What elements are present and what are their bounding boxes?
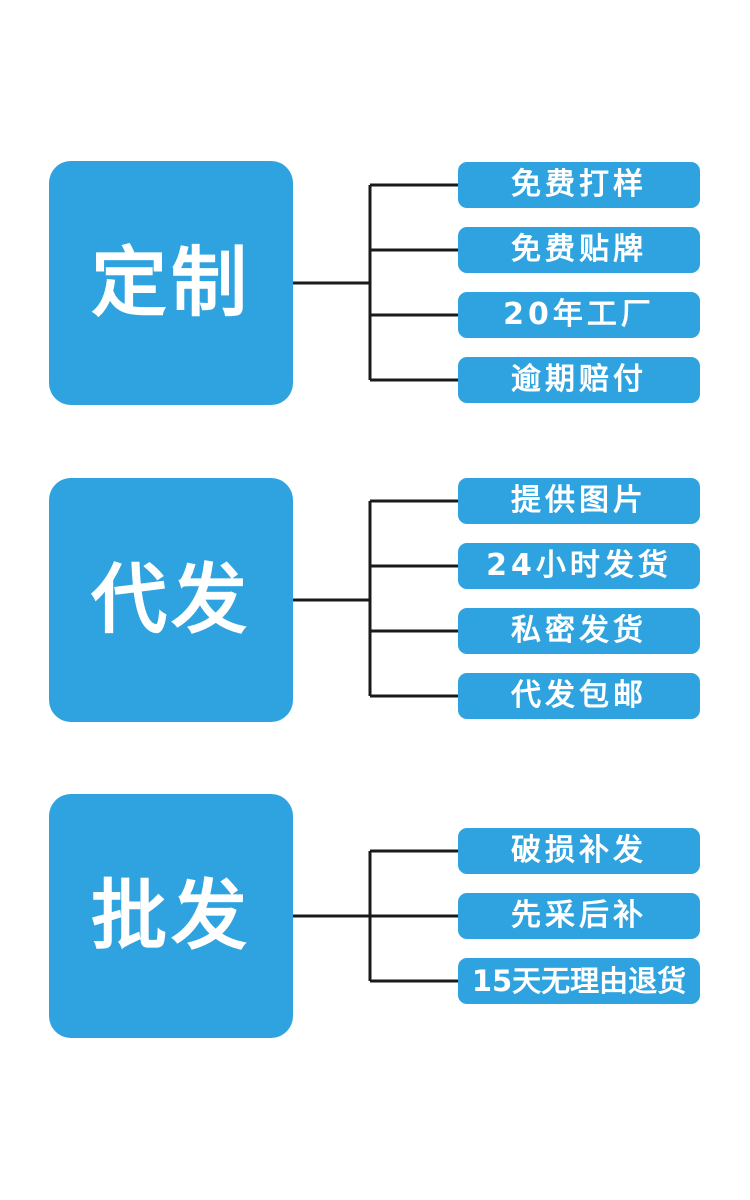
category-title: 代发 — [91, 555, 251, 644]
feature-box: 私密发货 — [458, 608, 700, 654]
feature-box: 24小时发货 — [458, 543, 700, 589]
feature-label: 先采后补 — [511, 898, 647, 933]
category-box-dropship: 代发 — [49, 478, 293, 722]
feature-label: 20年工厂 — [503, 297, 655, 332]
feature-label: 逾期赔付 — [511, 362, 647, 397]
feature-label: 代发包邮 — [511, 678, 647, 713]
feature-label: 免费贴牌 — [511, 232, 647, 267]
feature-label: 免费打样 — [511, 167, 647, 202]
feature-label: 15天无理由退货 — [471, 963, 687, 998]
connector-group-custom — [293, 183, 458, 382]
feature-label: 提供图片 — [511, 483, 647, 518]
feature-box: 提供图片 — [458, 478, 700, 524]
feature-box: 逾期赔付 — [458, 357, 700, 403]
feature-box: 破损补发 — [458, 828, 700, 874]
category-title: 定制 — [91, 238, 251, 327]
connector-group-wholesale — [293, 849, 458, 983]
feature-label: 私密发货 — [511, 613, 647, 648]
feature-box: 先采后补 — [458, 893, 700, 939]
feature-label: 24小时发货 — [486, 548, 672, 583]
category-title: 批发 — [91, 871, 251, 960]
category-box-custom: 定制 — [49, 161, 293, 405]
feature-box: 20年工厂 — [458, 292, 700, 338]
feature-box: 15天无理由退货 — [458, 958, 700, 1004]
feature-box: 代发包邮 — [458, 673, 700, 719]
feature-box: 免费打样 — [458, 162, 700, 208]
connector-group-dropship — [293, 499, 458, 698]
category-box-wholesale: 批发 — [49, 794, 293, 1038]
feature-label: 破损补发 — [511, 833, 647, 868]
feature-box: 免费贴牌 — [458, 227, 700, 273]
